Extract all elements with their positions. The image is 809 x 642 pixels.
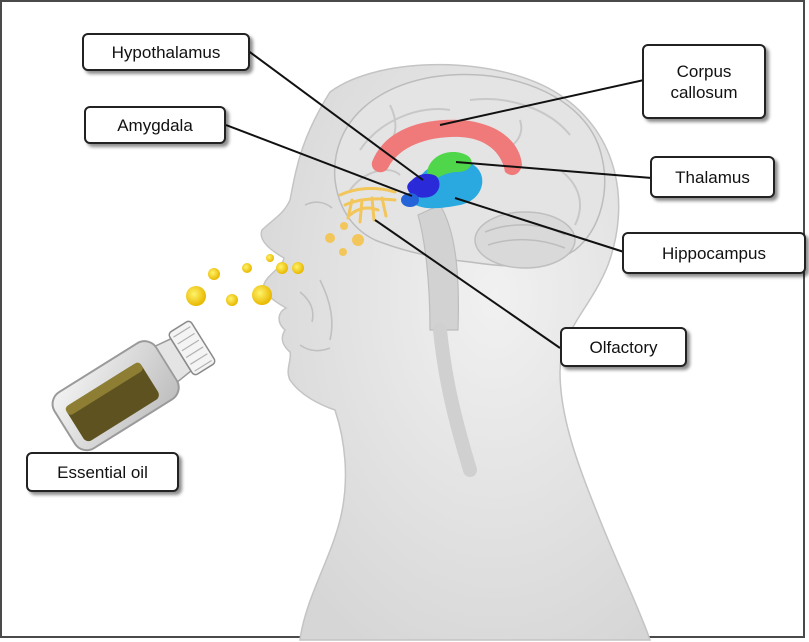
- label-hippocampus: Hippocampus: [622, 232, 806, 274]
- essential-oil-bottle: [47, 313, 220, 455]
- label-thalamus: Thalamus: [650, 156, 775, 198]
- label-corpus-callosum-line2: callosum: [670, 82, 737, 103]
- label-olfactory: Olfactory: [560, 327, 687, 367]
- label-hypothalamus: Hypothalamus: [82, 33, 250, 71]
- label-corpus-callosum: Corpus callosum: [642, 44, 766, 119]
- label-amygdala: Amygdala: [84, 106, 226, 144]
- label-essential-oil: Essential oil: [26, 452, 179, 492]
- label-corpus-callosum-line1: Corpus: [677, 61, 732, 82]
